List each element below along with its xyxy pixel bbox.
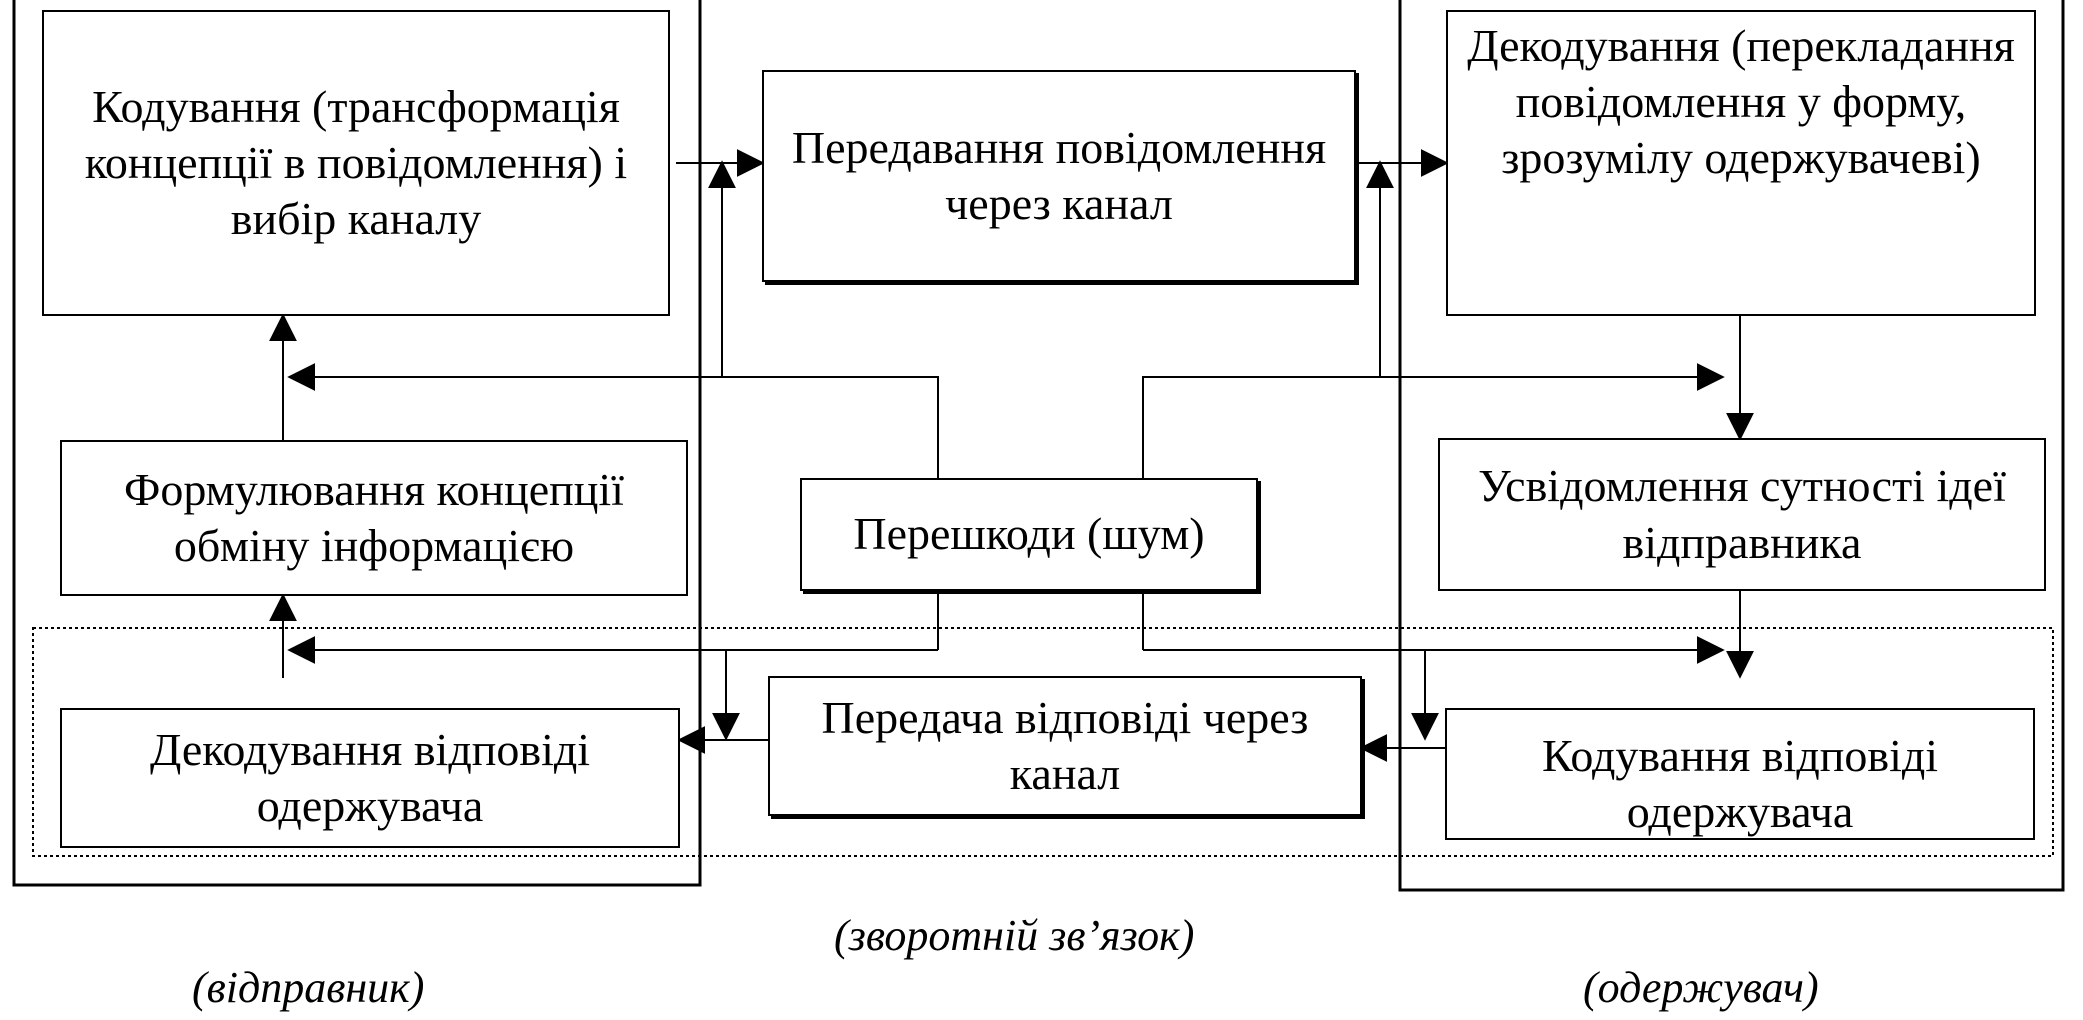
response-transfer-box: Передача відповіді через канал (768, 676, 1362, 816)
response-encoding-text: Кодування відповіді одержувача (1541, 730, 1939, 838)
encoding-box: Кодування (трансформація концепції в пов… (42, 10, 670, 316)
feedback-frame (32, 627, 2054, 857)
sender-frame (12, 0, 702, 887)
decoding-box: Декодування (перекладання повідомлення у… (1446, 10, 2036, 316)
understanding-box: Усвідомлення сутності ідеї відправника (1438, 438, 2046, 591)
transmission-box: Передавання повідомлення через канал (762, 70, 1356, 282)
response-encoding-box: Кодування відповіді одержувача (1445, 708, 2035, 840)
transmission-text: Передавання повідомлення через канал (791, 121, 1327, 229)
noise-text: Перешкоди (шум) (853, 508, 1205, 560)
understanding-text: Усвідомлення сутності ідеї відправника (1478, 460, 2006, 568)
feedback-caption: (зворотній зв’язок) (834, 911, 1195, 960)
receiver-frame (1398, 0, 2065, 892)
encoding-text: Кодування (трансформація концепції в пов… (84, 80, 628, 245)
response-decoding-box: Декодування відповіді одержувача (60, 708, 680, 848)
decoding-text: Декодування (перекладання повідомлення у… (1467, 20, 2015, 184)
receiver-caption: (одержувач) (1583, 963, 1819, 1012)
formulation-text: Формулювання концепції обміну інформаціє… (124, 463, 624, 571)
noise-box: Перешкоди (шум) (800, 478, 1258, 591)
noise-line-upper-right (1142, 376, 1380, 478)
response-decoding-text: Декодування відповіді одержувача (149, 723, 591, 831)
formulation-box: Формулювання концепції обміну інформаціє… (60, 440, 688, 596)
response-transfer-text: Передача відповіді через канал (821, 691, 1309, 799)
sender-caption: (відправник) (192, 963, 425, 1012)
